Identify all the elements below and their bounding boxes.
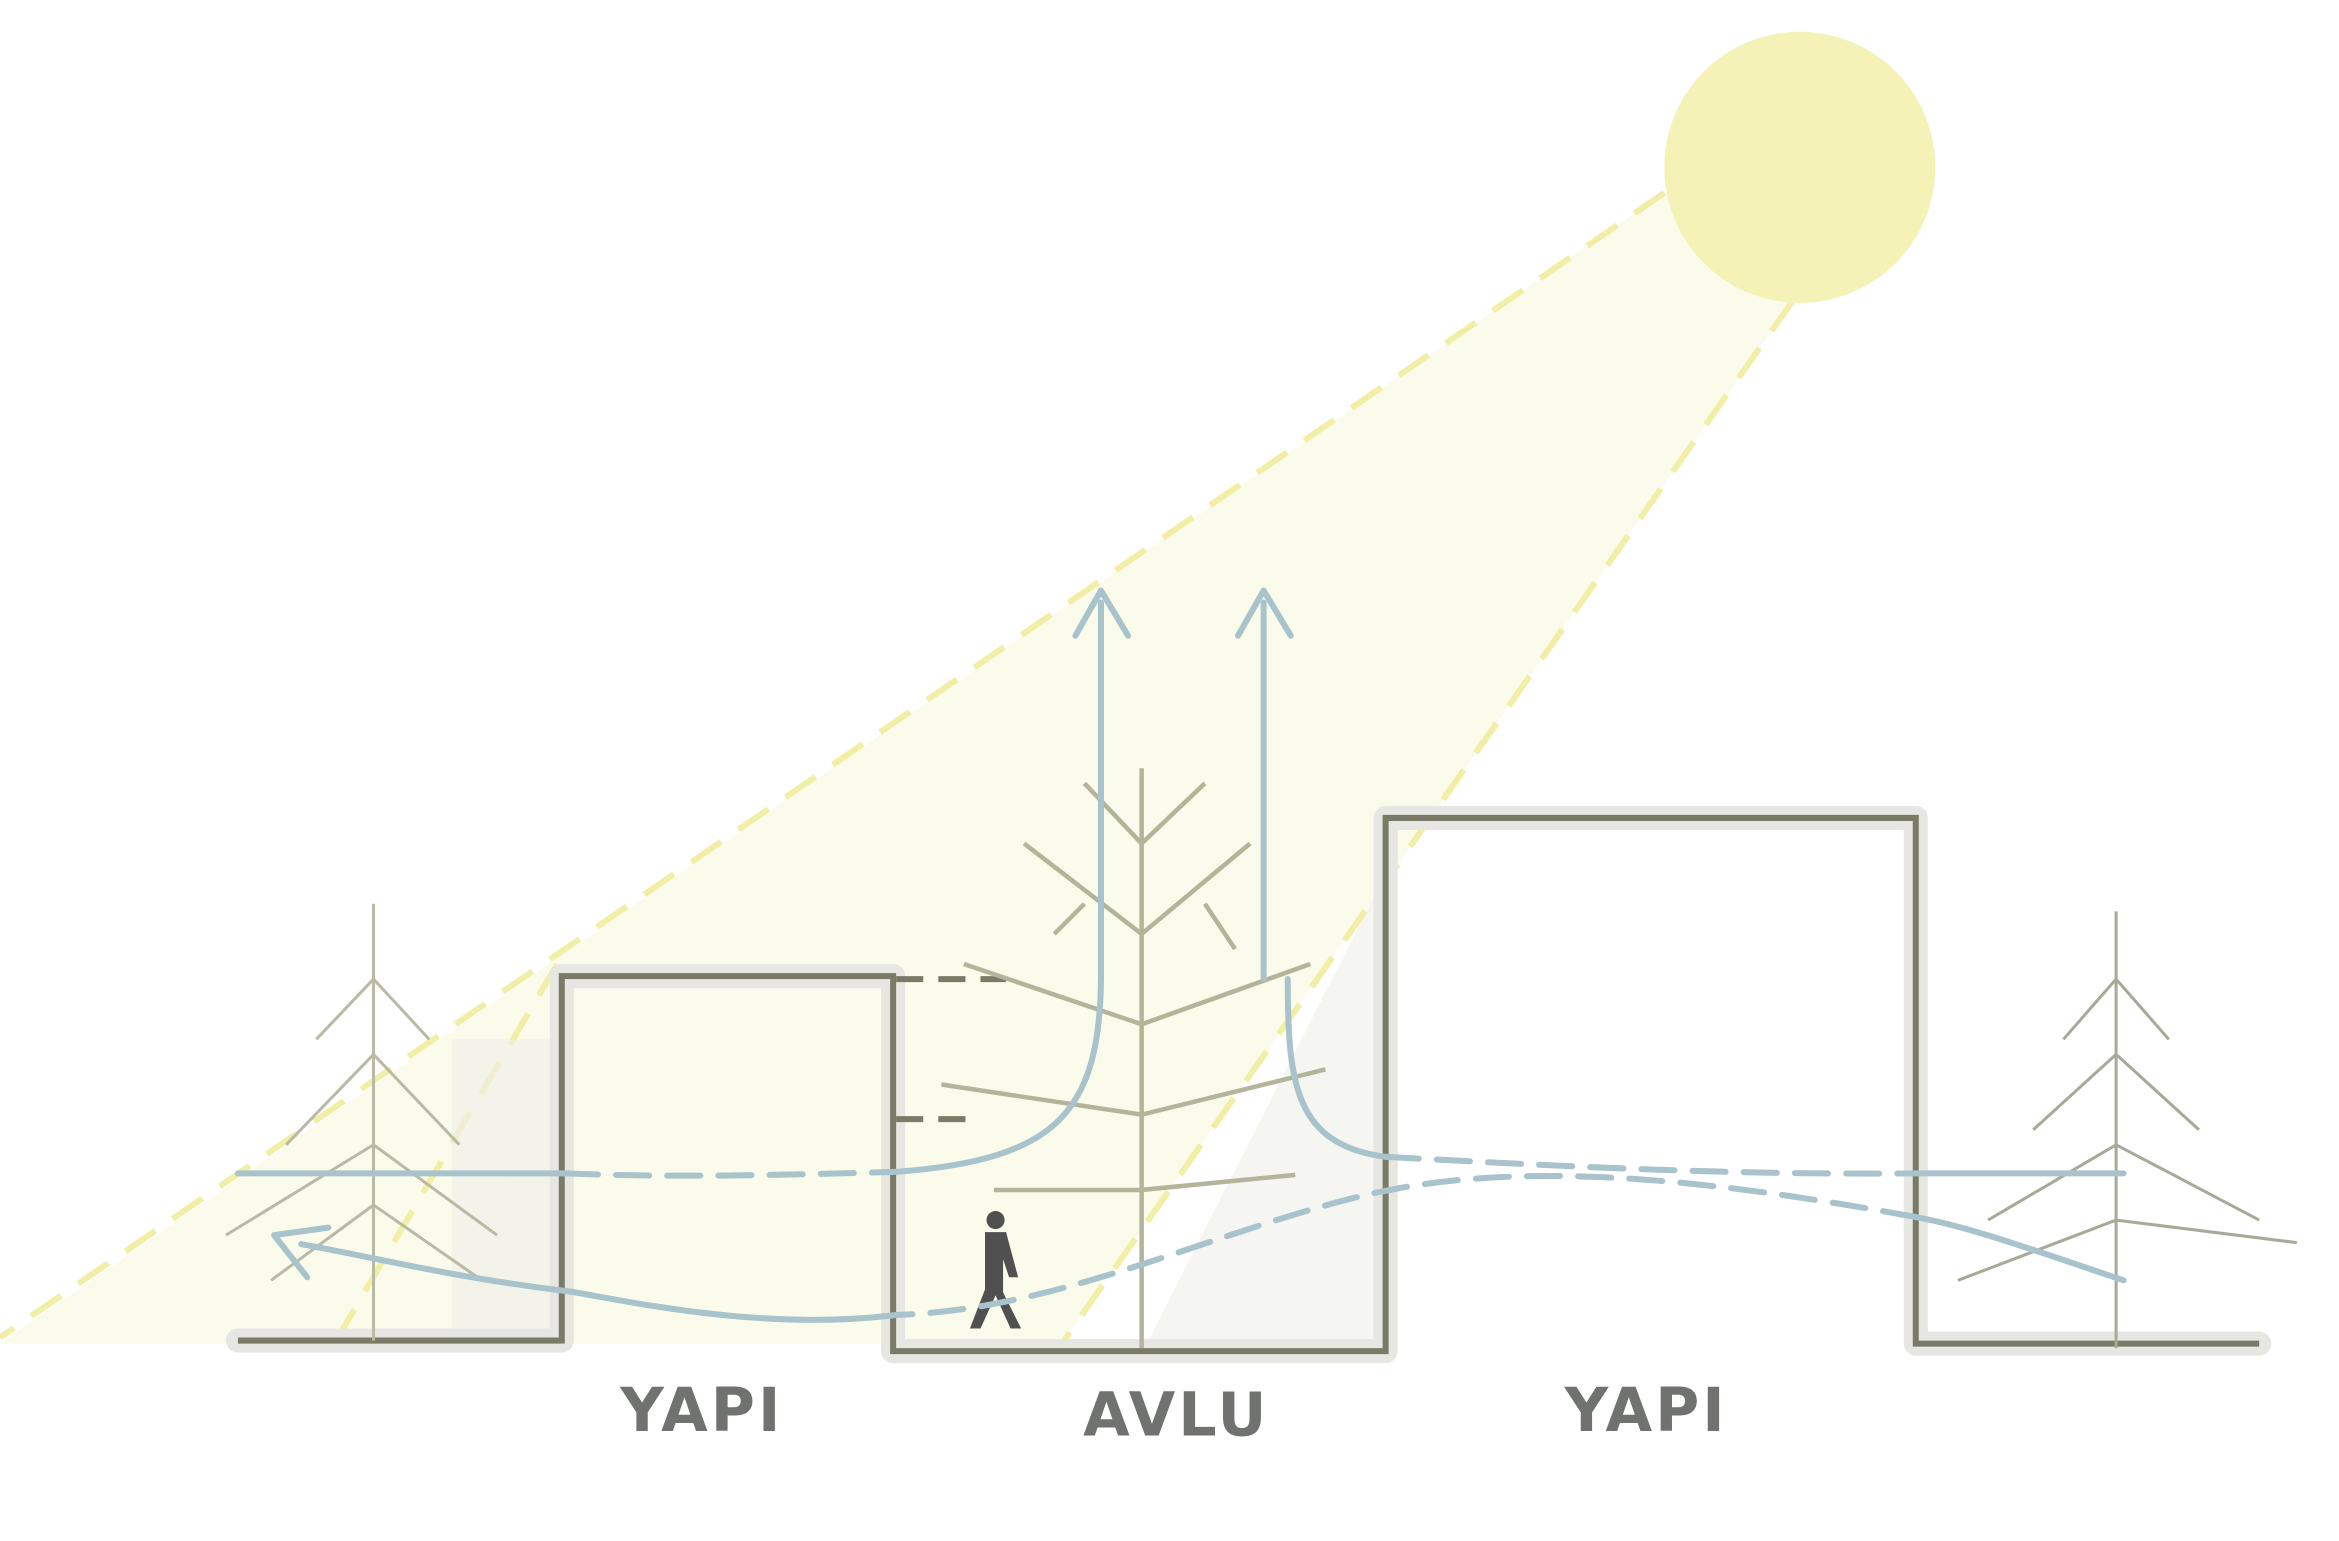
airflow-arrows	[234, 587, 2127, 1323]
sun-icon	[1664, 31, 1936, 303]
shade-hatch-left	[451, 1039, 562, 1341]
tree-right-icon	[1957, 911, 2298, 1349]
label-courtyard: AVLU	[1083, 1380, 1269, 1450]
sunlight-cone	[0, 192, 1793, 1344]
sunlight-edge-left	[0, 190, 1666, 1341]
tree-courtyard-icon	[940, 768, 1326, 1349]
tree-left-icon	[225, 903, 498, 1341]
shadow-edge-left	[331, 962, 560, 1346]
label-left-building: YAPI	[619, 1376, 783, 1446]
building-section-outline	[237, 814, 2260, 1355]
label-right-building: YAPI	[1564, 1376, 1728, 1446]
